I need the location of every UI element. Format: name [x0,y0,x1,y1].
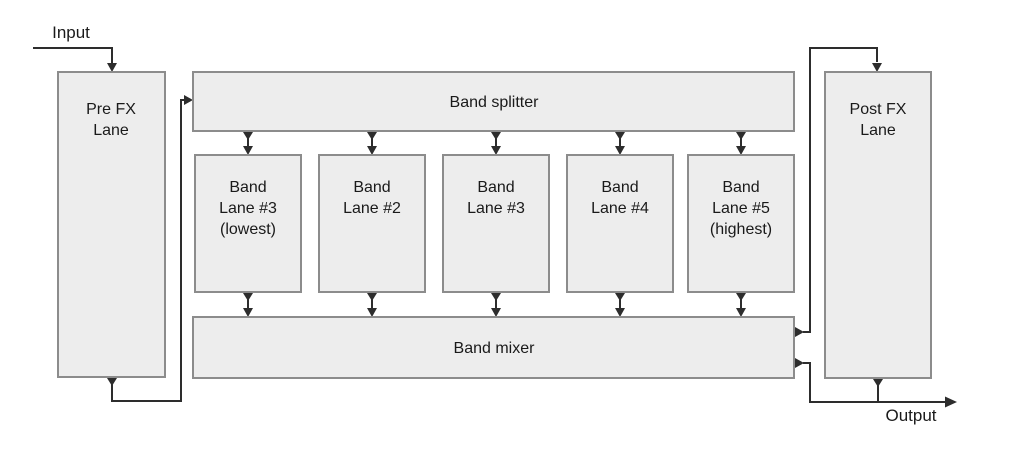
connector-splitter-to-lane-5 [736,132,746,155]
band-lane-box [566,154,674,293]
pre-fx-label-line: Lane [93,122,129,139]
node-band-lane-2: Band Lane #2 [318,154,426,293]
connector-lane-2-to-mixer [367,293,377,317]
arrow-down-icon [367,293,377,301]
connector-lane-5-to-mixer [736,293,746,317]
band-mixer-label: Band mixer [454,340,536,357]
connector-lane-4-to-mixer [615,293,625,317]
connector-mixer-to-output [795,358,957,408]
connector-splitter-to-lane-2 [367,132,377,155]
node-post-fx-lane: Post FX Lane [824,71,932,379]
node-band-lane-3: Band Lane #3 [442,154,550,293]
band-lane-box [318,154,426,293]
node-band-lane-5: Band Lane #5 (highest) [687,154,795,293]
arrow-down-icon [615,132,625,140]
band-lane-box [687,154,795,293]
connector-splitter-to-lane-1 [243,132,253,155]
arrow-down-icon [367,146,377,155]
band-lane-label-line: (lowest) [220,221,276,238]
band-splitter-label: Band splitter [450,94,540,111]
band-lane-label-line: Lane #4 [591,200,649,217]
connector-input-to-pre-fx [33,47,117,72]
arrow-down-icon [491,308,501,317]
pre-fx-lane-box [57,71,166,378]
connector-mixer-to-post-fx [795,47,882,337]
arrow-down-icon [615,146,625,155]
arrow-down-icon [367,132,377,140]
post-fx-label-line: Post FX [850,101,907,118]
arrow-down-icon [107,63,117,72]
band-lane-label-line: Lane #3 [219,200,277,217]
node-band-lane-4: Band Lane #4 [566,154,674,293]
band-splitter-box [192,71,795,132]
band-mixer-box [192,316,795,379]
connector-post-fx-to-output [873,379,883,401]
band-lane-label-line: Band [601,179,638,196]
arrow-down-icon [243,146,253,155]
arrow-down-icon [736,146,746,155]
band-lane-label-line: Lane #5 [712,200,770,217]
arrow-right-icon [184,95,193,105]
band-lane-box [442,154,550,293]
post-fx-label-line: Lane [860,122,896,139]
arrow-down-icon [491,132,501,140]
mixer-to-output-wire [803,362,946,403]
arrow-down-icon [872,63,882,72]
mixer-to-post-fx-wire [803,47,878,333]
pre-fx-label-line: Pre FX [86,101,136,118]
connector-splitter-to-lane-4 [615,132,625,155]
band-lane-label-line: (highest) [710,221,772,238]
arrow-down-icon [491,293,501,301]
node-band-splitter: Band splitter [192,71,795,132]
band-lane-box [194,154,302,293]
arrow-right-icon [945,396,957,408]
band-lane-label-line: Band [722,179,759,196]
arrow-right-icon [795,358,804,368]
arrow-down-icon [736,308,746,317]
connector-lane-3-to-mixer [491,293,501,317]
input-label: Input [52,23,90,42]
connector-lane-1-to-mixer [243,293,253,317]
post-fx-lane-box [824,71,932,379]
arrow-down-icon [873,379,883,387]
arrow-down-icon [736,293,746,301]
output-label: Output [885,406,936,425]
connector-splitter-to-lane-3 [491,132,501,155]
band-lane-label-line: Lane #2 [343,200,401,217]
arrow-down-icon [107,378,117,386]
pre-fx-out-wire [111,99,184,402]
node-band-mixer: Band mixer [192,316,795,379]
connector-pre-fx-to-splitter [107,95,193,402]
band-lane-label-line: Band [229,179,266,196]
arrow-down-icon [491,146,501,155]
arrow-right-icon [795,327,804,337]
arrow-down-icon [243,293,253,301]
arrow-down-icon [615,308,625,317]
band-lane-label-line: Band [353,179,390,196]
arrow-down-icon [367,308,377,317]
arrow-down-icon [736,132,746,140]
arrow-down-icon [615,293,625,301]
input-wire [33,47,113,63]
band-lane-label-line: Lane #3 [467,200,525,217]
arrow-down-icon [243,308,253,317]
node-band-lane-1: Band Lane #3 (lowest) [194,154,302,293]
band-lane-label-line: Band [477,179,514,196]
node-pre-fx-lane: Pre FX Lane [57,71,166,378]
arrow-down-icon [243,132,253,140]
